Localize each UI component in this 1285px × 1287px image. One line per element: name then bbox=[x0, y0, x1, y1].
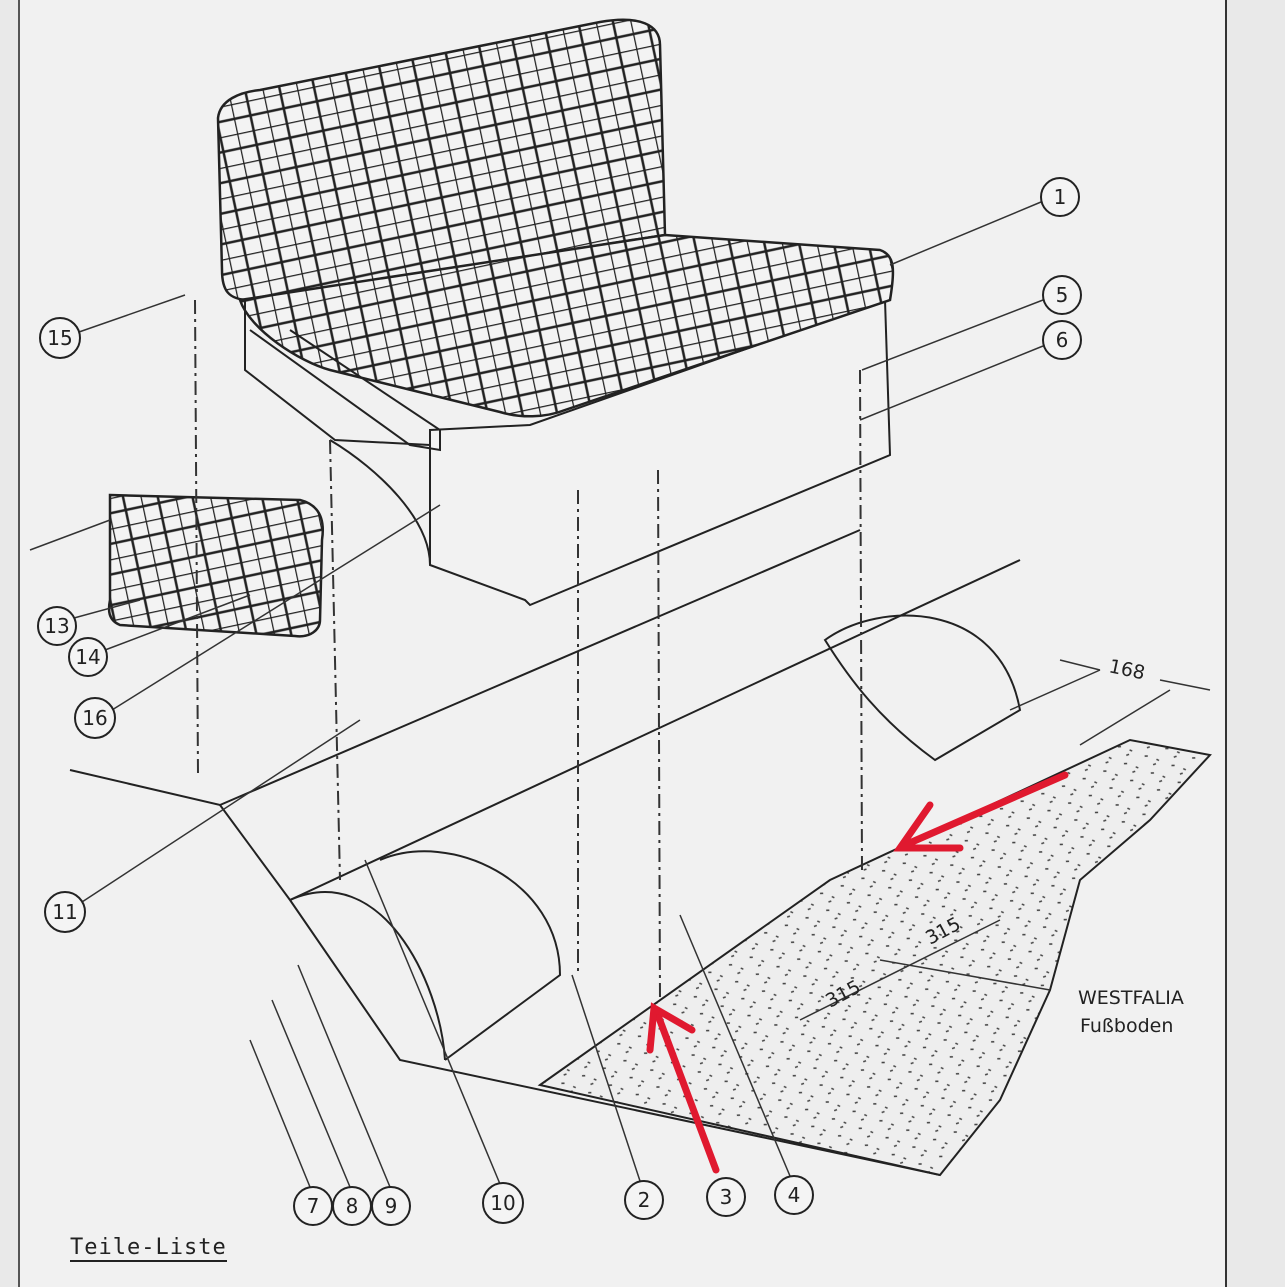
svg-text:15: 15 bbox=[47, 326, 72, 350]
callout-1: 1 bbox=[1040, 177, 1080, 217]
svg-text:3: 3 bbox=[720, 1185, 733, 1209]
wheel-arch-left bbox=[289, 891, 446, 1061]
svg-text:8: 8 bbox=[346, 1194, 359, 1218]
callout-5: 5 bbox=[1042, 275, 1082, 315]
svg-text:11: 11 bbox=[52, 900, 77, 924]
seat-cushion bbox=[238, 233, 895, 418]
wheel-arch-right bbox=[823, 614, 1022, 762]
svg-text:1: 1 bbox=[1054, 185, 1067, 209]
svg-text:13: 13 bbox=[44, 614, 69, 638]
red-arrow-bottom bbox=[646, 1002, 720, 1174]
svg-text:7: 7 bbox=[307, 1194, 320, 1218]
svg-text:4: 4 bbox=[788, 1183, 801, 1207]
floor-label-westfalia: WESTFALIA bbox=[1078, 987, 1184, 1009]
parts-list-heading: Teile-Liste bbox=[70, 1235, 227, 1262]
callout-15: 15 bbox=[39, 317, 81, 359]
callout-3: 3 bbox=[706, 1177, 746, 1217]
callout-6: 6 bbox=[1042, 320, 1082, 360]
callout-11: 11 bbox=[44, 891, 86, 933]
callout-13: 13 bbox=[37, 606, 77, 646]
vehicle-floor bbox=[69, 529, 1212, 1177]
callout-16: 16 bbox=[74, 697, 116, 739]
westfalia-floor-panel bbox=[537, 738, 1212, 1177]
svg-text:2: 2 bbox=[638, 1188, 651, 1212]
svg-text:5: 5 bbox=[1056, 283, 1069, 307]
svg-text:14: 14 bbox=[75, 645, 100, 669]
red-arrow-right bbox=[893, 771, 1069, 852]
red-annotation-arrows bbox=[646, 771, 1069, 1174]
callout-9: 9 bbox=[371, 1186, 411, 1226]
assembly-lines bbox=[194, 299, 863, 1001]
leader-lines bbox=[73, 201, 1044, 1188]
bench-seat bbox=[29, 18, 895, 638]
side-cushion bbox=[107, 493, 324, 638]
callout-10: 10 bbox=[482, 1182, 524, 1224]
callout-4: 4 bbox=[774, 1175, 814, 1215]
dimension-168: 168 bbox=[1107, 655, 1147, 684]
callout-7: 7 bbox=[293, 1186, 333, 1226]
seat-hinge-bracket bbox=[249, 329, 441, 452]
svg-text:9: 9 bbox=[385, 1194, 398, 1218]
svg-text:16: 16 bbox=[82, 706, 107, 730]
callout-2: 2 bbox=[624, 1180, 664, 1220]
svg-text:6: 6 bbox=[1056, 328, 1069, 352]
callout-14: 14 bbox=[68, 637, 108, 677]
seat-backrest bbox=[216, 18, 667, 302]
seat-base-box bbox=[429, 298, 892, 607]
floor-label-fussboden: Fußboden bbox=[1080, 1015, 1173, 1037]
svg-text:10: 10 bbox=[490, 1191, 515, 1215]
callout-8: 8 bbox=[332, 1186, 372, 1226]
